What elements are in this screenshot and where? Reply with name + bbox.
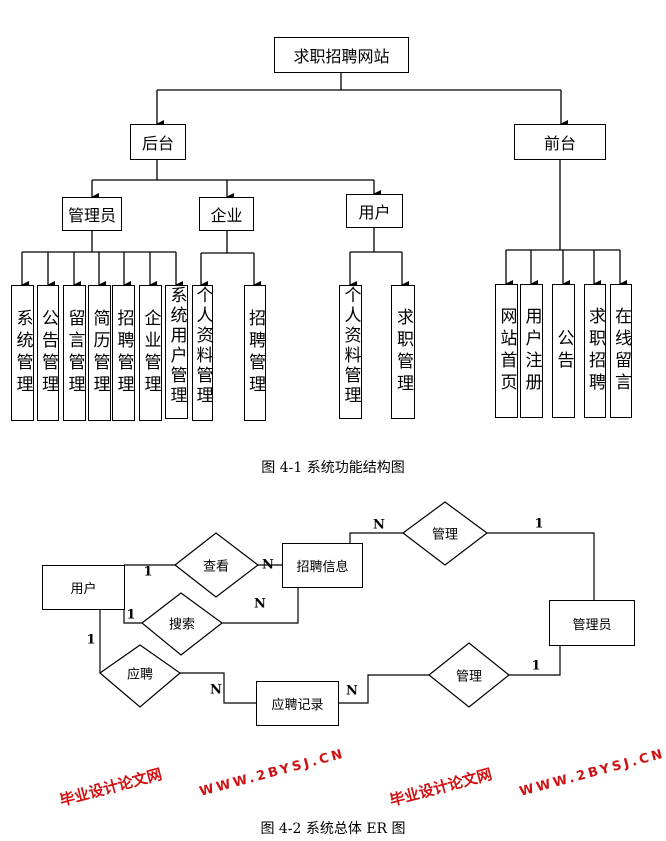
frontend-module: 求职招聘 (584, 284, 606, 418)
cardinality: N (346, 683, 358, 699)
entity-admin: 管理员 (549, 600, 635, 646)
relation-manage-top: 管理 (431, 527, 459, 543)
cardinality: N (373, 517, 385, 533)
root-node: 求职招聘网站 (274, 37, 409, 73)
admin-node: 管理员 (62, 197, 122, 231)
admin-module: 系统管理 (11, 285, 34, 421)
entity-job-info: 招聘信息 (282, 543, 363, 588)
company-module: 招聘管理 (244, 285, 266, 421)
cardinality: N (254, 596, 266, 612)
relation-view: 查看 (202, 559, 230, 575)
company-module: 个人资料管理 (192, 285, 213, 421)
user-module: 个人资料管理 (339, 285, 362, 419)
cardinality: 1 (126, 607, 136, 623)
admin-module: 简历管理 (88, 285, 111, 421)
entity-user: 用户 (42, 565, 125, 610)
admin-module: 留言管理 (63, 285, 86, 421)
frontend-module: 用户注册 (520, 284, 543, 418)
cardinality: N (262, 557, 274, 573)
cardinality: 1 (534, 516, 544, 532)
company-node: 企业 (199, 197, 254, 231)
user-node: 用户 (346, 194, 403, 228)
cardinality: N (210, 682, 222, 698)
cardinality: 1 (143, 564, 153, 580)
frontend-module: 公告 (552, 284, 575, 418)
relation-manage-bottom: 管理 (455, 669, 483, 685)
frontend-module: 在线留言 (610, 284, 632, 418)
frontend-node: 前台 (514, 124, 606, 160)
cardinality: 1 (531, 658, 541, 674)
user-module: 求职管理 (391, 285, 415, 419)
frontend-module: 网站首页 (495, 284, 518, 418)
admin-module: 企业管理 (139, 285, 162, 421)
admin-module: 系统用户管理 (165, 285, 188, 419)
admin-module: 招聘管理 (112, 285, 135, 421)
relation-search: 搜索 (168, 617, 196, 633)
figure1-caption: 图 4-1 系统功能结构图 (261, 460, 405, 476)
cardinality: 1 (86, 632, 96, 648)
entity-apply-record: 应聘记录 (256, 681, 339, 726)
admin-module: 公告管理 (37, 285, 59, 421)
backend-node: 后台 (130, 124, 186, 160)
relation-apply: 应聘 (126, 667, 154, 683)
figure2-caption: 图 4-2 系统总体 ER 图 (260, 821, 406, 837)
